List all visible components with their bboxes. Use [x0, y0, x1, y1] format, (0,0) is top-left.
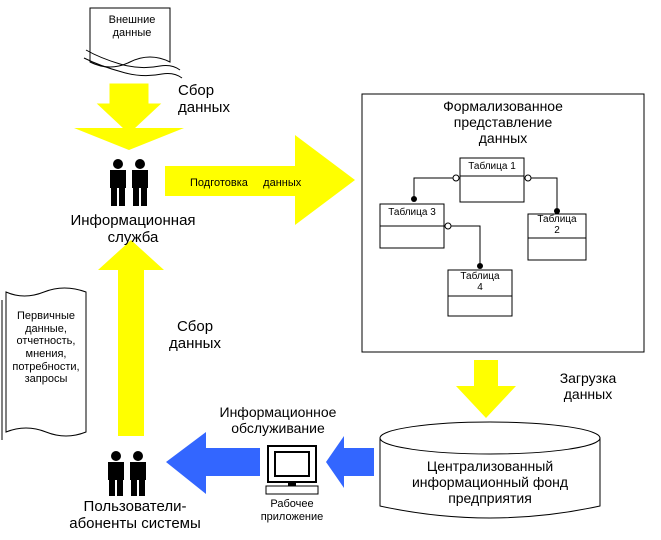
primary-data-document: [1, 287, 87, 440]
external-data-document: [83, 7, 183, 79]
tables-group: [379, 157, 587, 317]
loading-arrow: [456, 360, 516, 418]
people-icon-top: [110, 159, 148, 206]
primary-data-label: Первичные данные, отчетность, мнения, по…: [12, 310, 80, 386]
prepare-data-label: Подготовка данных: [190, 177, 302, 189]
collect-arrow-top: [96, 83, 162, 134]
blue-arrow-left: [166, 432, 260, 494]
monitor-icon: [265, 445, 319, 495]
table-3-label: Таблица 3: [388, 207, 436, 218]
table-1-label: Таблица 1: [468, 161, 516, 172]
users-label: Пользователи-абоненты системы: [69, 498, 201, 533]
people-icon-bottom: [108, 451, 146, 496]
prepare-data-arrow: [165, 135, 355, 225]
central-fund-cylinder: [379, 421, 601, 519]
blue-arrow-right: [326, 436, 374, 488]
collect-arrow-mid: [98, 240, 164, 436]
